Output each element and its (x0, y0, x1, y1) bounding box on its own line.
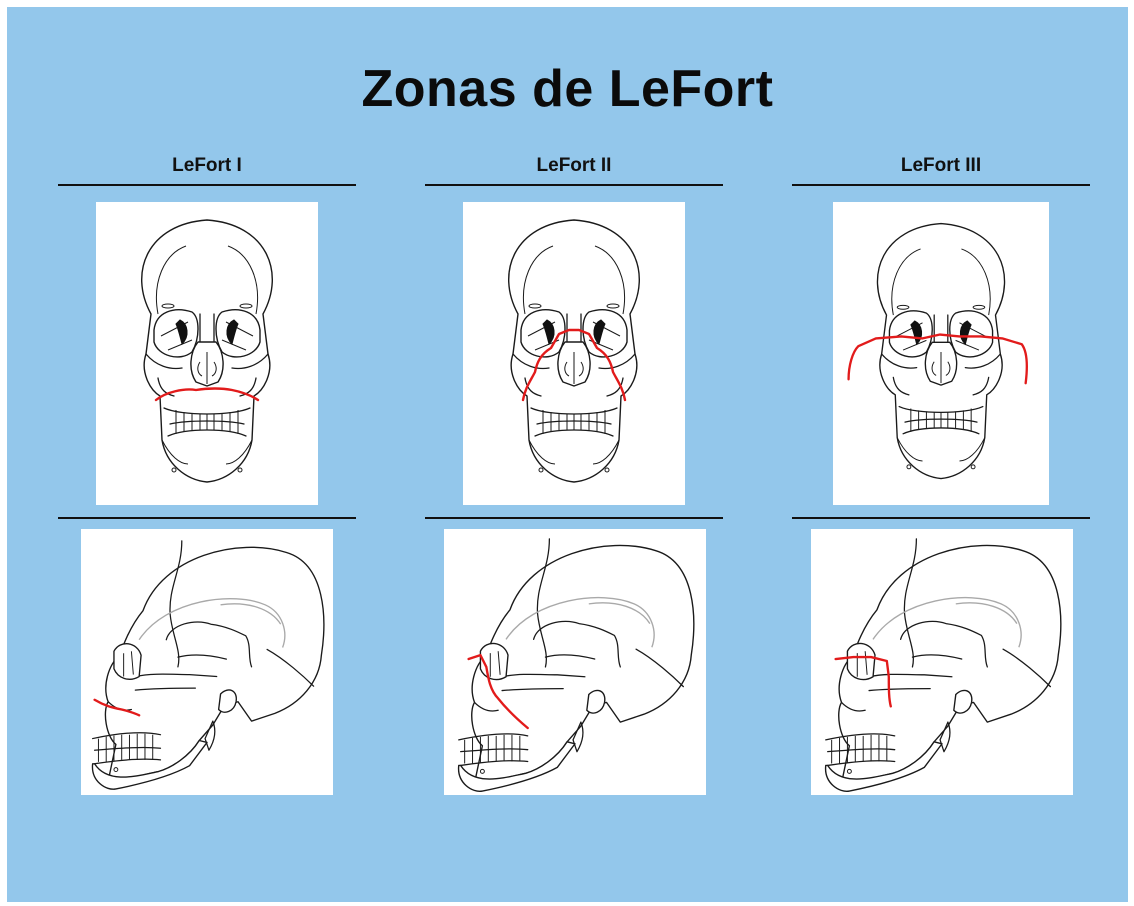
divider-middle-1 (58, 517, 356, 519)
lateral-skull-lefort-3 (811, 529, 1073, 795)
frontal-skull-lefort-3 (833, 202, 1049, 505)
lefort-figure: Zonas de LeFort LeFort I LeFort II LeFor… (7, 7, 1128, 902)
column-label-lefort-1: LeFort I (58, 155, 356, 177)
frontal-skull-lefort-2 (463, 202, 685, 505)
divider-top-2 (425, 184, 723, 186)
lateral-skull-lefort-1 (81, 529, 333, 795)
lateral-skull-lefort-2 (444, 529, 706, 795)
column-label-lefort-2: LeFort II (425, 155, 723, 177)
frontal-skull-lefort-1 (96, 202, 318, 505)
page-title: Zonas de LeFort (7, 59, 1128, 119)
divider-middle-3 (792, 517, 1090, 519)
divider-top-3 (792, 184, 1090, 186)
divider-middle-2 (425, 517, 723, 519)
divider-top-1 (58, 184, 356, 186)
column-label-lefort-3: LeFort III (792, 155, 1090, 177)
